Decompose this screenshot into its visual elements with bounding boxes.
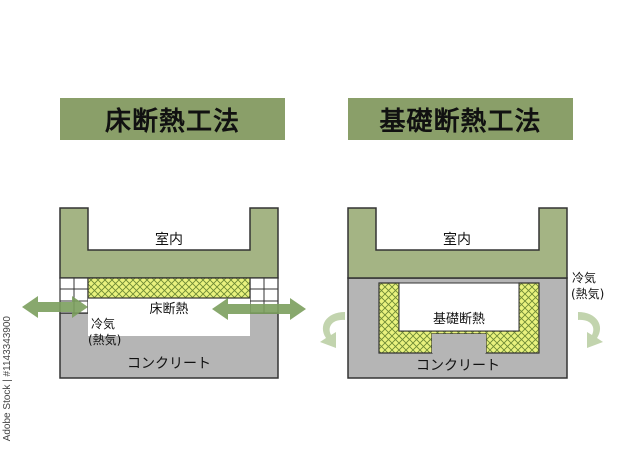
right-cold-air-line1: 冷気 [572,270,596,285]
left-insulation-label: 床断熱 [149,302,188,317]
right-cold-air-line2: (熱気) [571,286,604,301]
left-airflow-arrow-2 [212,298,306,320]
left-cold-air-line2: (熱気) [88,332,121,347]
stock-credit: Adobe Stock | #1143343900 [2,316,13,442]
left-airflow-arrow-1 [22,296,88,318]
left-room-label: 室内 [155,231,183,248]
right-airflow-curved-arrow-right [578,312,603,348]
right-insulation-label: 基礎断熱 [433,312,485,327]
right-title-text: 基礎断熱工法 [379,106,542,137]
right-concrete-label: コンクリート [416,358,500,374]
right-inner-notch [432,334,486,353]
right-airflow-curved-arrow-left [320,312,345,348]
left-floor-insulation [87,277,251,299]
left-title-text: 床断熱工法 [104,106,240,137]
right-floor-structure [347,207,568,279]
right-diagram: 室内 基礎断熱 冷気 (熱気) コンクリート [320,207,604,379]
left-diagram: 室内 床断熱 冷気 (熱気) コンクリート [22,207,306,379]
right-room-label: 室内 [443,231,471,248]
right-inner-space [398,282,520,332]
right-title: 基礎断熱工法 [348,98,573,140]
left-cold-air-line1: 冷気 [91,316,115,331]
left-concrete-label: コンクリート [127,356,211,372]
left-title: 床断熱工法 [60,98,285,140]
